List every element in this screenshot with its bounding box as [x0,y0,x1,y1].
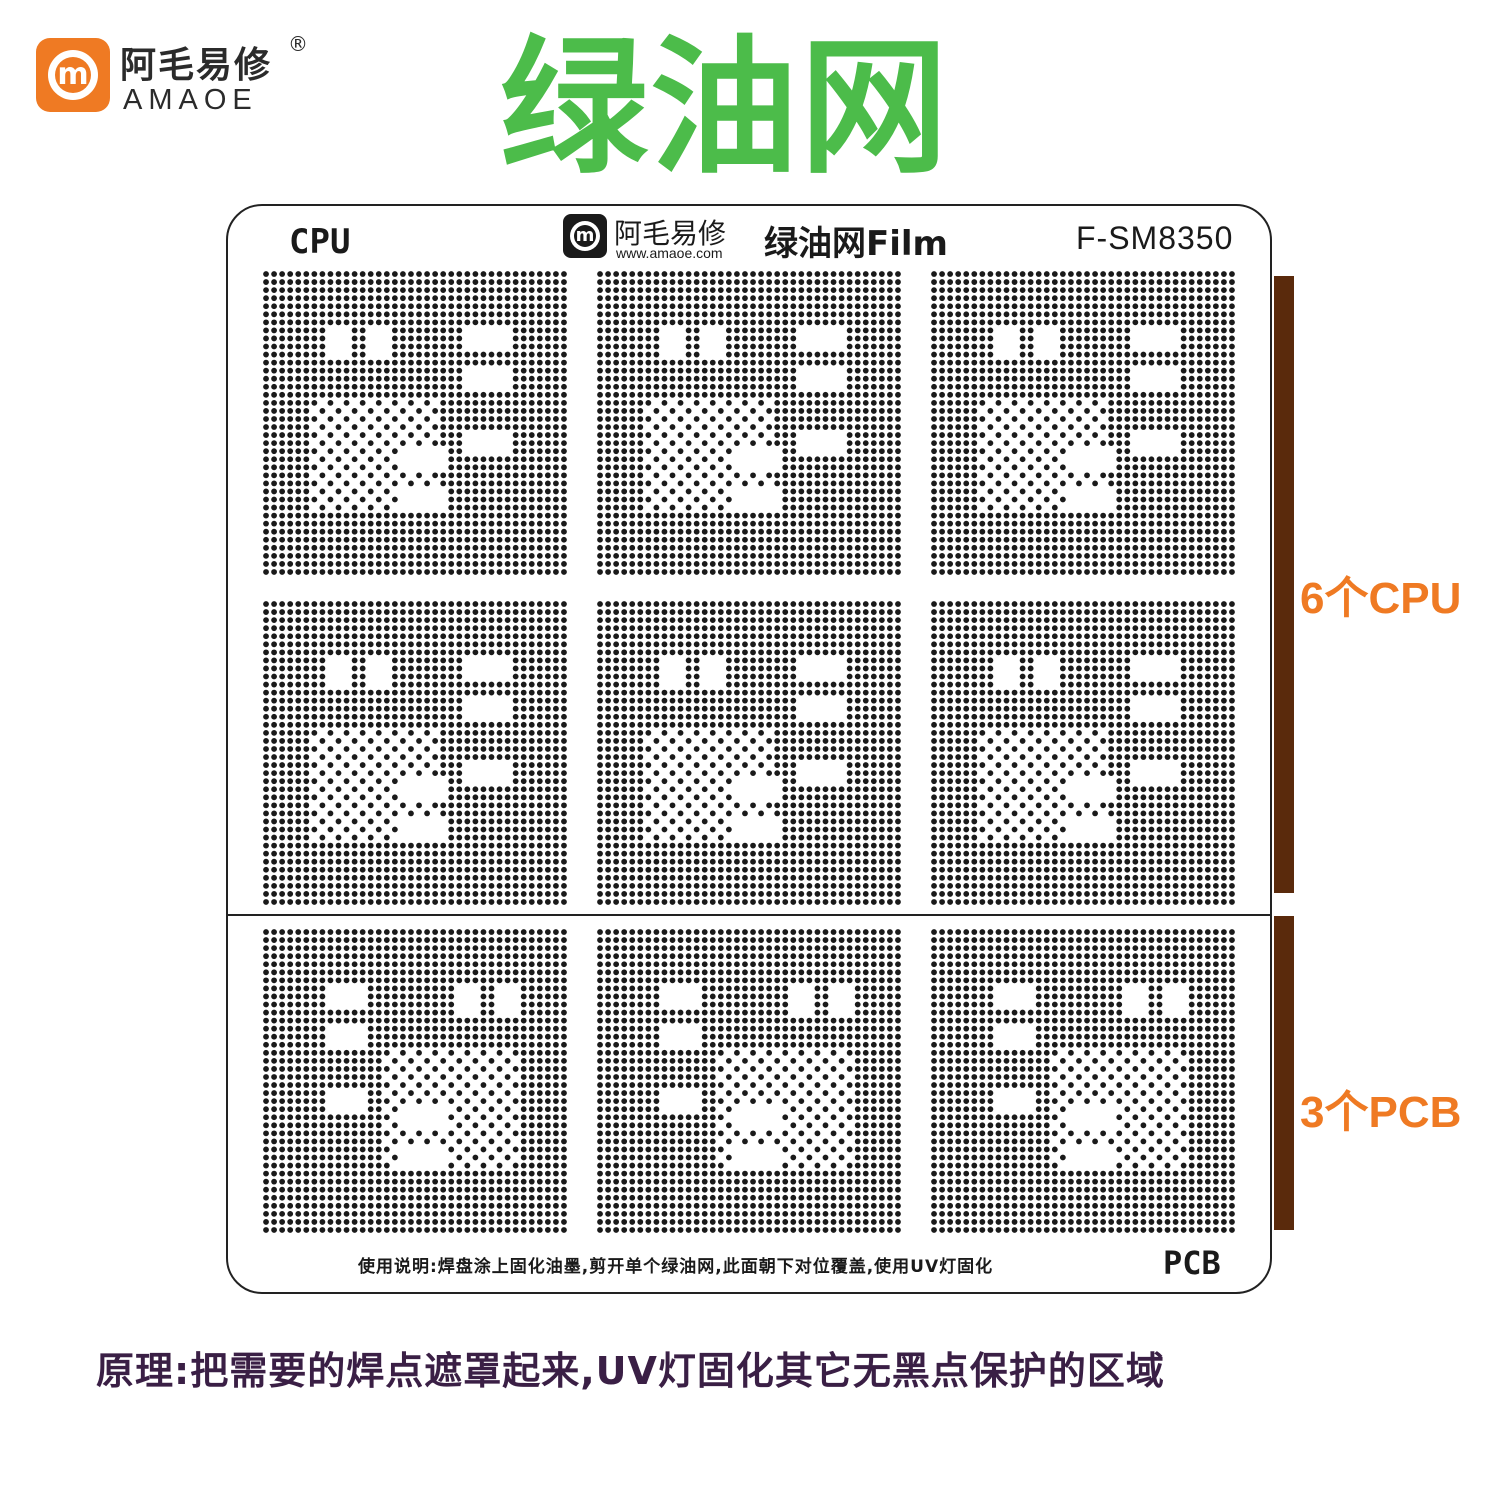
solder-dots [931,929,1235,1233]
cpu-stencil-1 [262,270,568,576]
brand-logo-icon: m [36,38,110,112]
side-label-cpu: 6个CPU [1300,574,1462,623]
solder-dots [263,601,567,905]
solder-ball-dot-grid [263,601,567,905]
solder-dots [263,271,567,575]
film-divider [228,914,1272,916]
film-url: www.amaoe.com [616,245,723,261]
solder-ball-dot-grid [931,601,1235,905]
solder-ball-dot-grid [263,271,567,575]
cpu-stencil-4 [262,600,568,906]
solder-dots [263,929,567,1233]
solder-dots [597,601,901,905]
brand-name-en: AMAOE [123,84,258,116]
pcb-stencil-9 [930,928,1236,1234]
solder-dots [931,271,1235,575]
cpu-stencil-6 [930,600,1236,906]
solder-ball-dot-grid [597,601,901,905]
solder-ball-dot-grid [931,929,1235,1233]
cpu-stencil-5 [596,600,902,906]
solder-dots [931,601,1235,905]
solder-dots [597,271,901,575]
brand-name-cn: 阿毛易修 [120,45,273,86]
brand-logo-glyph: m [57,57,89,92]
film-instructions: 使用说明:焊盘涂上固化油墨,剪开单个绿油网,此面朝下对位覆盖,使用UV灯固化 [358,1257,994,1277]
cpu-side-bar [1274,276,1294,893]
solder-ball-dot-grid [597,271,901,575]
film-cpu-label: CPU [289,222,351,262]
film-model-number: F-SM8350 [1076,220,1234,256]
main-title: 绿油网 [500,22,950,194]
solder-ball-dot-grid [597,929,901,1233]
pcb-side-bar [1274,916,1294,1230]
solder-ball-dot-grid [263,929,567,1233]
pcb-stencil-7 [262,928,568,1234]
film-title: 绿油网Film [764,224,948,264]
cpu-stencil-2 [596,270,902,576]
solder-dots [597,929,901,1233]
footer-principle-text: 原理:把需要的焊点遮罩起来,UV灯固化其它无黑点保护的区域 [96,1349,1165,1393]
film-pcb-label: PCB [1163,1244,1221,1282]
cpu-stencil-3 [930,270,1236,576]
film-logo-icon: m [563,214,607,258]
solder-ball-dot-grid [931,271,1235,575]
side-label-pcb: 3个PCB [1300,1088,1462,1137]
film-brand-name: 阿毛易修 [614,217,727,250]
registered-mark: ® [288,32,308,56]
pcb-stencil-8 [596,928,902,1234]
